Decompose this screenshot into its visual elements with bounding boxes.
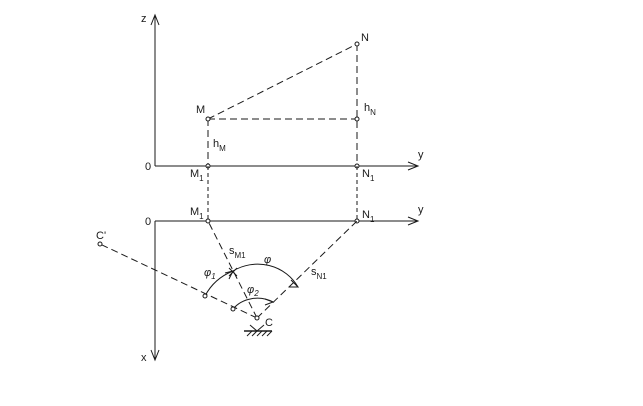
angle-phi-arc <box>232 263 299 288</box>
line-c-n1 <box>256 220 358 319</box>
point-m1-lower-label: M1 <box>190 206 204 221</box>
z-axis-arrowhead <box>150 13 160 26</box>
point-c-prime <box>97 241 103 247</box>
origin-upper-label: 0 <box>145 161 151 173</box>
angle-phi1-arrowhead <box>224 270 234 280</box>
height-hm-label: hM <box>213 138 226 153</box>
y-axis-upper-label: y <box>418 149 424 161</box>
point-c <box>254 315 260 321</box>
angle-phi2-label: φ2 <box>247 284 259 298</box>
x-axis-label: x <box>141 352 147 364</box>
angle-phi-arrowhead <box>289 279 300 288</box>
z-axis-label: z <box>141 13 147 25</box>
x-axis-arrowhead <box>150 349 160 362</box>
origin-lower-label: 0 <box>145 216 151 228</box>
line-c-m1 <box>207 220 258 319</box>
angle-phi-label: φ <box>264 254 271 266</box>
point-n1-lower-label: N1 <box>362 209 375 224</box>
y-axis-lower-label: y <box>418 204 424 216</box>
line-m-n <box>207 43 358 120</box>
point-hn <box>354 116 360 122</box>
angle-phi2-arrowhead <box>264 298 275 306</box>
point-n <box>354 41 360 47</box>
point-n1-upper-label: N1 <box>362 168 375 183</box>
point-n-label: N <box>361 32 369 44</box>
point-phi2-start <box>230 306 236 312</box>
point-m1-upper-label: M1 <box>190 168 204 183</box>
point-m1-lower <box>205 218 211 224</box>
y-axis-upper-arrowhead <box>407 161 420 171</box>
angle-phi1-label: φ1 <box>204 267 216 281</box>
point-m-label: M <box>196 104 205 116</box>
y-axis-lower-arrowhead <box>407 216 420 226</box>
distance-sn1-label: sN1 <box>311 266 327 281</box>
point-phi1-start <box>202 293 208 299</box>
point-m <box>205 116 211 122</box>
angle-phi1-arc <box>204 270 234 297</box>
distance-sm1-label: sM1 <box>229 245 246 260</box>
station-ground-symbol <box>244 324 273 337</box>
point-c-label: C <box>265 317 273 329</box>
line-c-cprime <box>99 243 258 319</box>
height-hn-label: hN <box>364 102 376 117</box>
point-c-prime-label: C' <box>96 230 106 242</box>
